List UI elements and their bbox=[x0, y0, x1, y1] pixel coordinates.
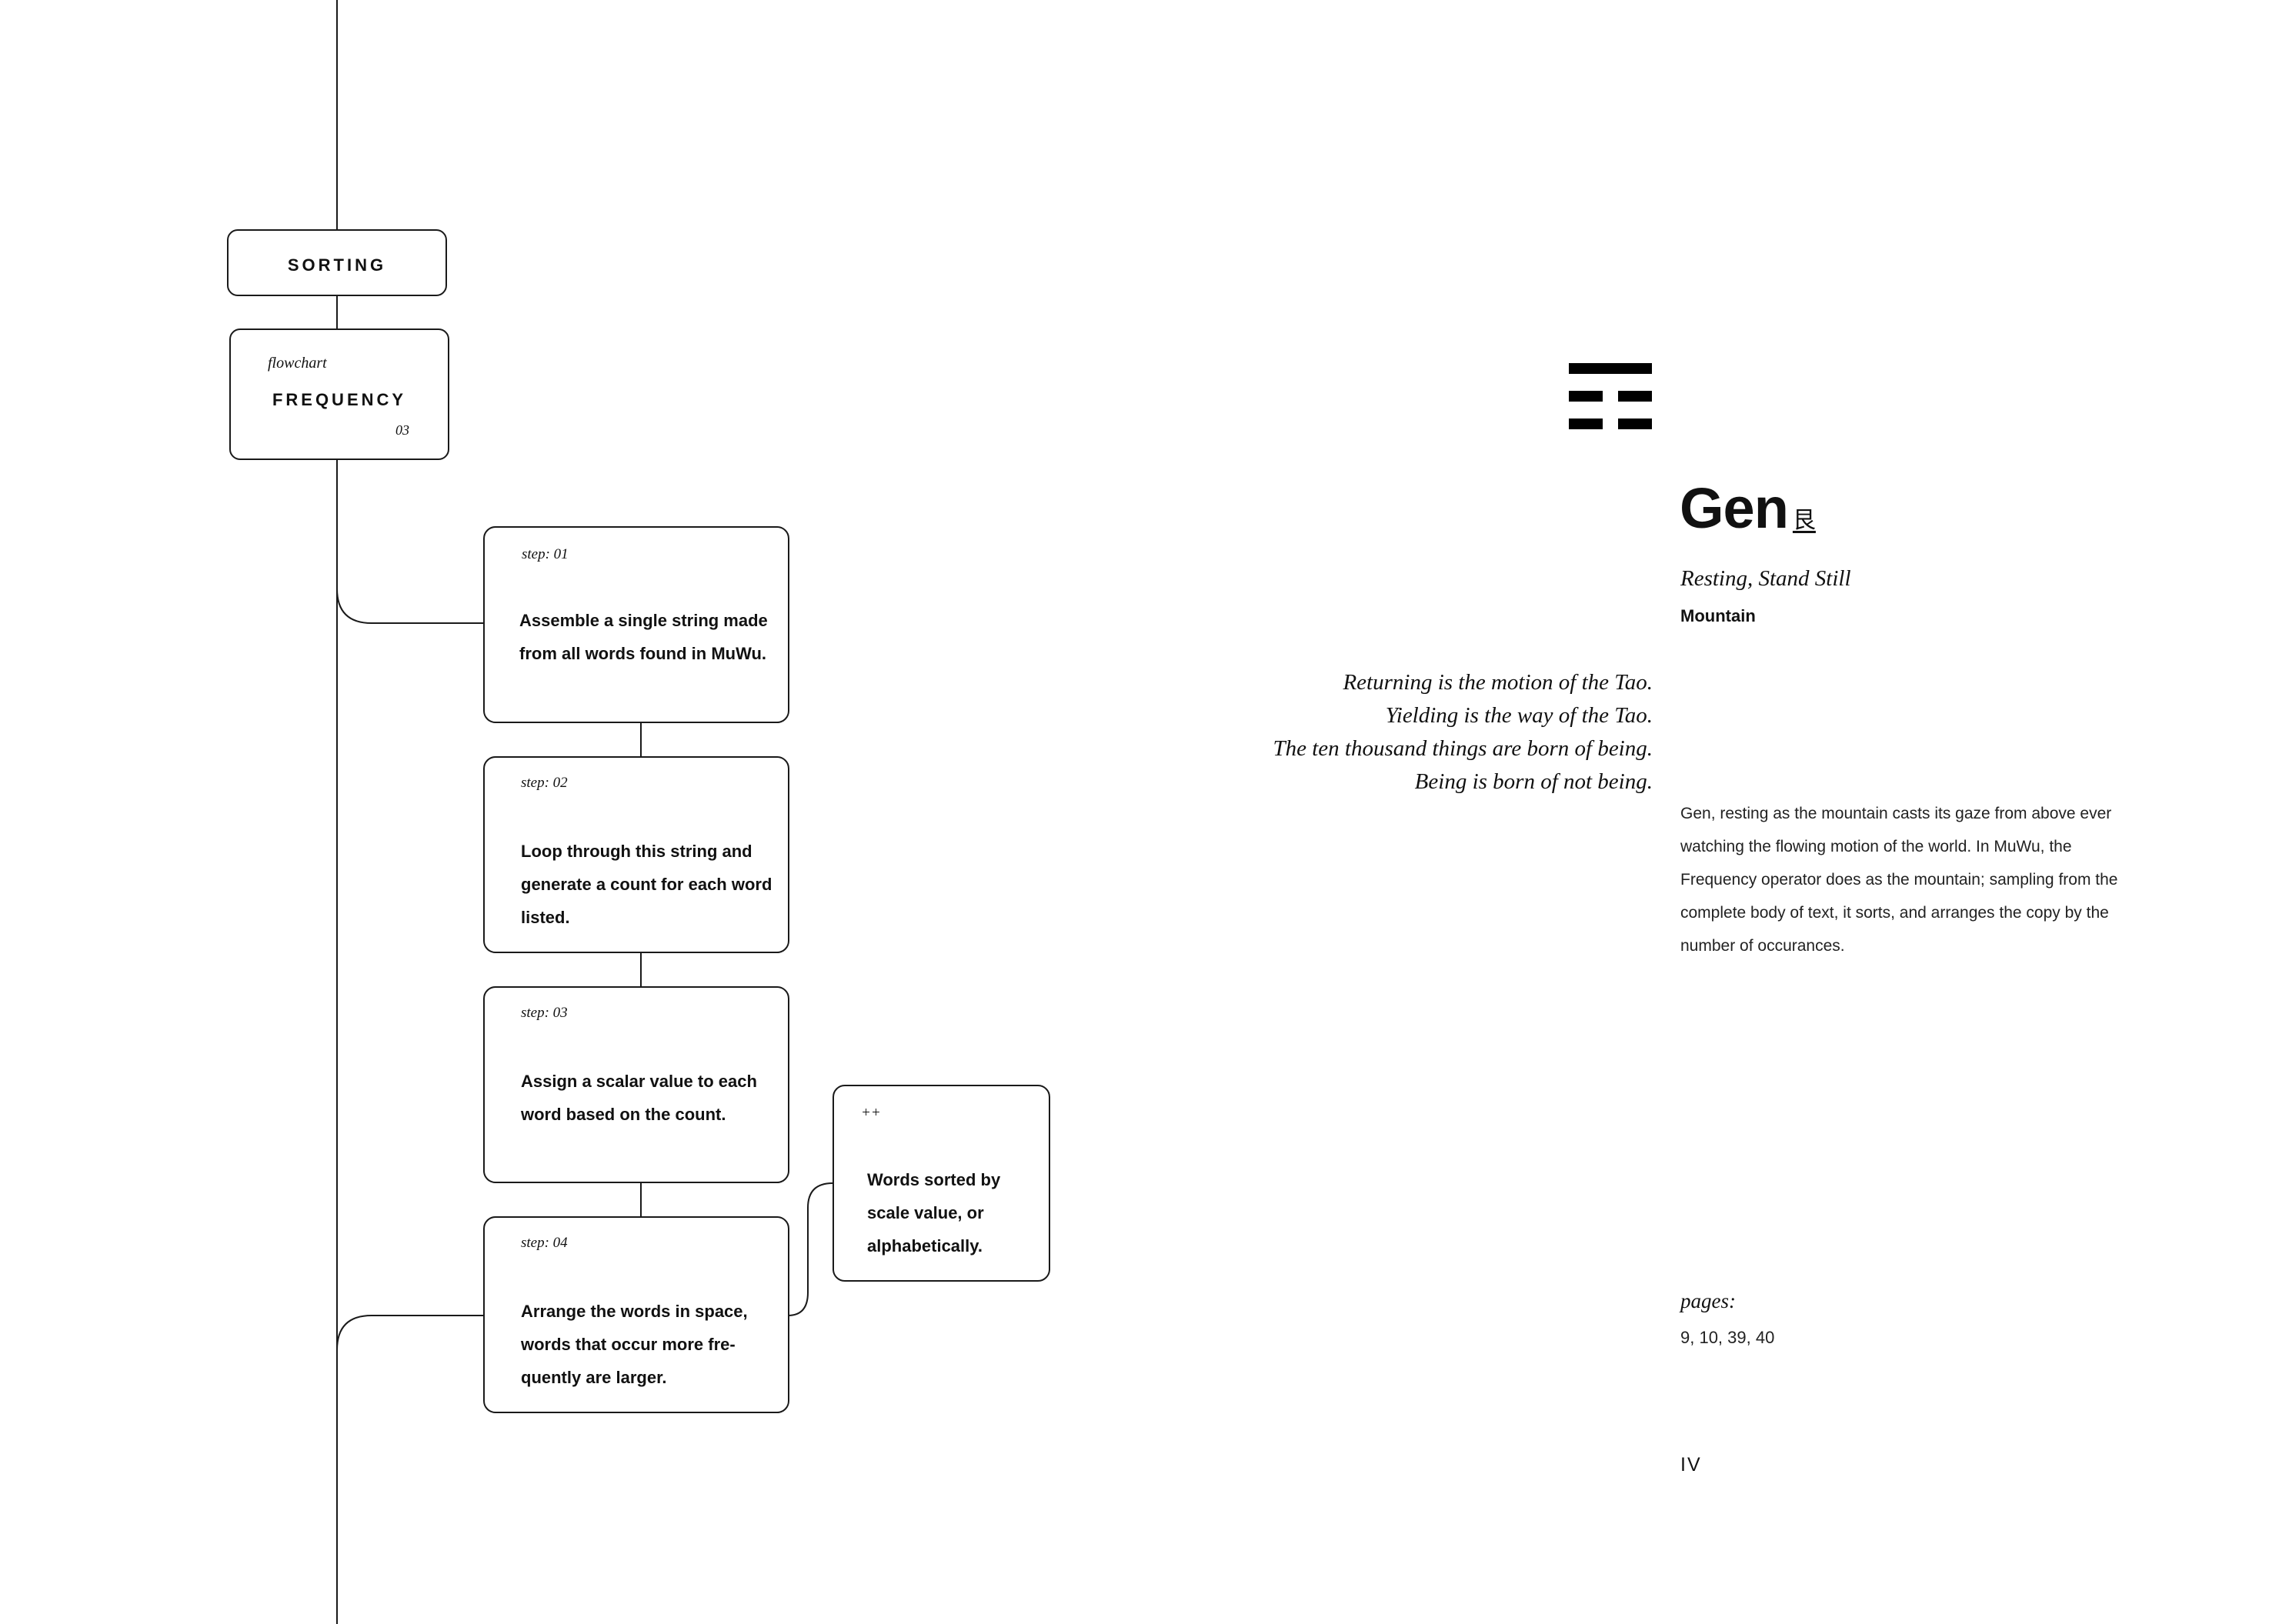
trigram-name: Gen bbox=[1680, 476, 1789, 540]
step-tag: step: 02 bbox=[521, 775, 568, 791]
step-text: Arrange the words in space, words that o… bbox=[521, 1302, 748, 1387]
step-tag: step: 01 bbox=[522, 546, 569, 562]
section-numeral: IV bbox=[1680, 1454, 1702, 1476]
flowchart-kicker: flowchart bbox=[268, 355, 327, 372]
step-04-box: step: 04 Arrange the words in space, wor… bbox=[483, 1216, 789, 1413]
trigram-element: Mountain bbox=[1680, 606, 1756, 625]
step-tag: step: 03 bbox=[521, 1005, 568, 1021]
pages-label: pages: bbox=[1680, 1289, 1736, 1312]
side-note-box: ++ Words sorted by scale value, or alpha… bbox=[833, 1085, 1050, 1282]
step-01-box: step: 01 Assemble a single string made f… bbox=[483, 526, 789, 723]
quote-line: Yielding is the way of the Tao. bbox=[1385, 703, 1653, 728]
side-note-text: Words sorted by scale value, or alphabet… bbox=[867, 1170, 1001, 1256]
step-03-box: step: 03 Assign a scalar value to each w… bbox=[483, 986, 789, 1183]
trigram-glyph: 艮 bbox=[1792, 507, 1816, 534]
step-text: Loop through this string and generate a … bbox=[521, 842, 772, 927]
pages-list: 9, 10, 39, 40 bbox=[1680, 1328, 1775, 1347]
sorting-header-box: SORTING bbox=[227, 229, 447, 296]
quote-line: Returning is the motion of the Tao. bbox=[1343, 670, 1653, 695]
quote-line: The ten thousand things are born of bein… bbox=[1273, 736, 1653, 761]
quote-line: Being is born of not being. bbox=[1414, 769, 1653, 794]
sorting-label: SORTING bbox=[287, 255, 387, 275]
frequency-card: flowchart FREQUENCY 03 bbox=[229, 328, 449, 460]
step-text: Assemble a single string made from all w… bbox=[519, 611, 768, 663]
trigram-description: Gen, resting as the mountain casts its g… bbox=[1680, 805, 2118, 955]
side-note-tag: ++ bbox=[861, 1105, 881, 1121]
step-tag: step: 04 bbox=[521, 1235, 568, 1251]
frequency-title: FREQUENCY bbox=[272, 390, 407, 409]
flowchart-number: 03 bbox=[395, 422, 409, 438]
tao-quote: Returning is the motion of the Tao. Yiel… bbox=[1114, 666, 1653, 799]
step-text: Assign a scalar value to each word based… bbox=[521, 1072, 757, 1124]
step-02-box: step: 02 Loop through this string and ge… bbox=[483, 756, 789, 953]
trigram-subtitle: Resting, Stand Still bbox=[1680, 566, 1851, 591]
gen-trigram-icon bbox=[1569, 363, 1652, 429]
